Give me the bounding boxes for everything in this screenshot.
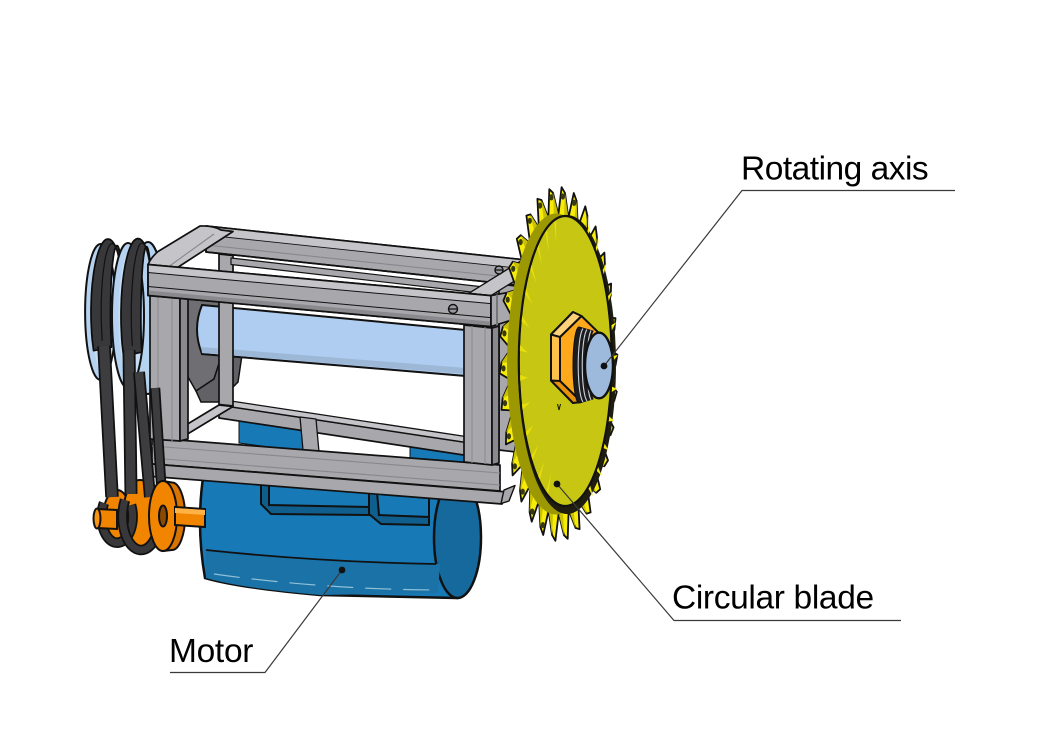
svg-text:Circular blade: Circular blade	[672, 580, 874, 617]
svg-text:Rotating axis: Rotating axis	[741, 151, 928, 188]
svg-text:Motor: Motor	[169, 633, 253, 670]
